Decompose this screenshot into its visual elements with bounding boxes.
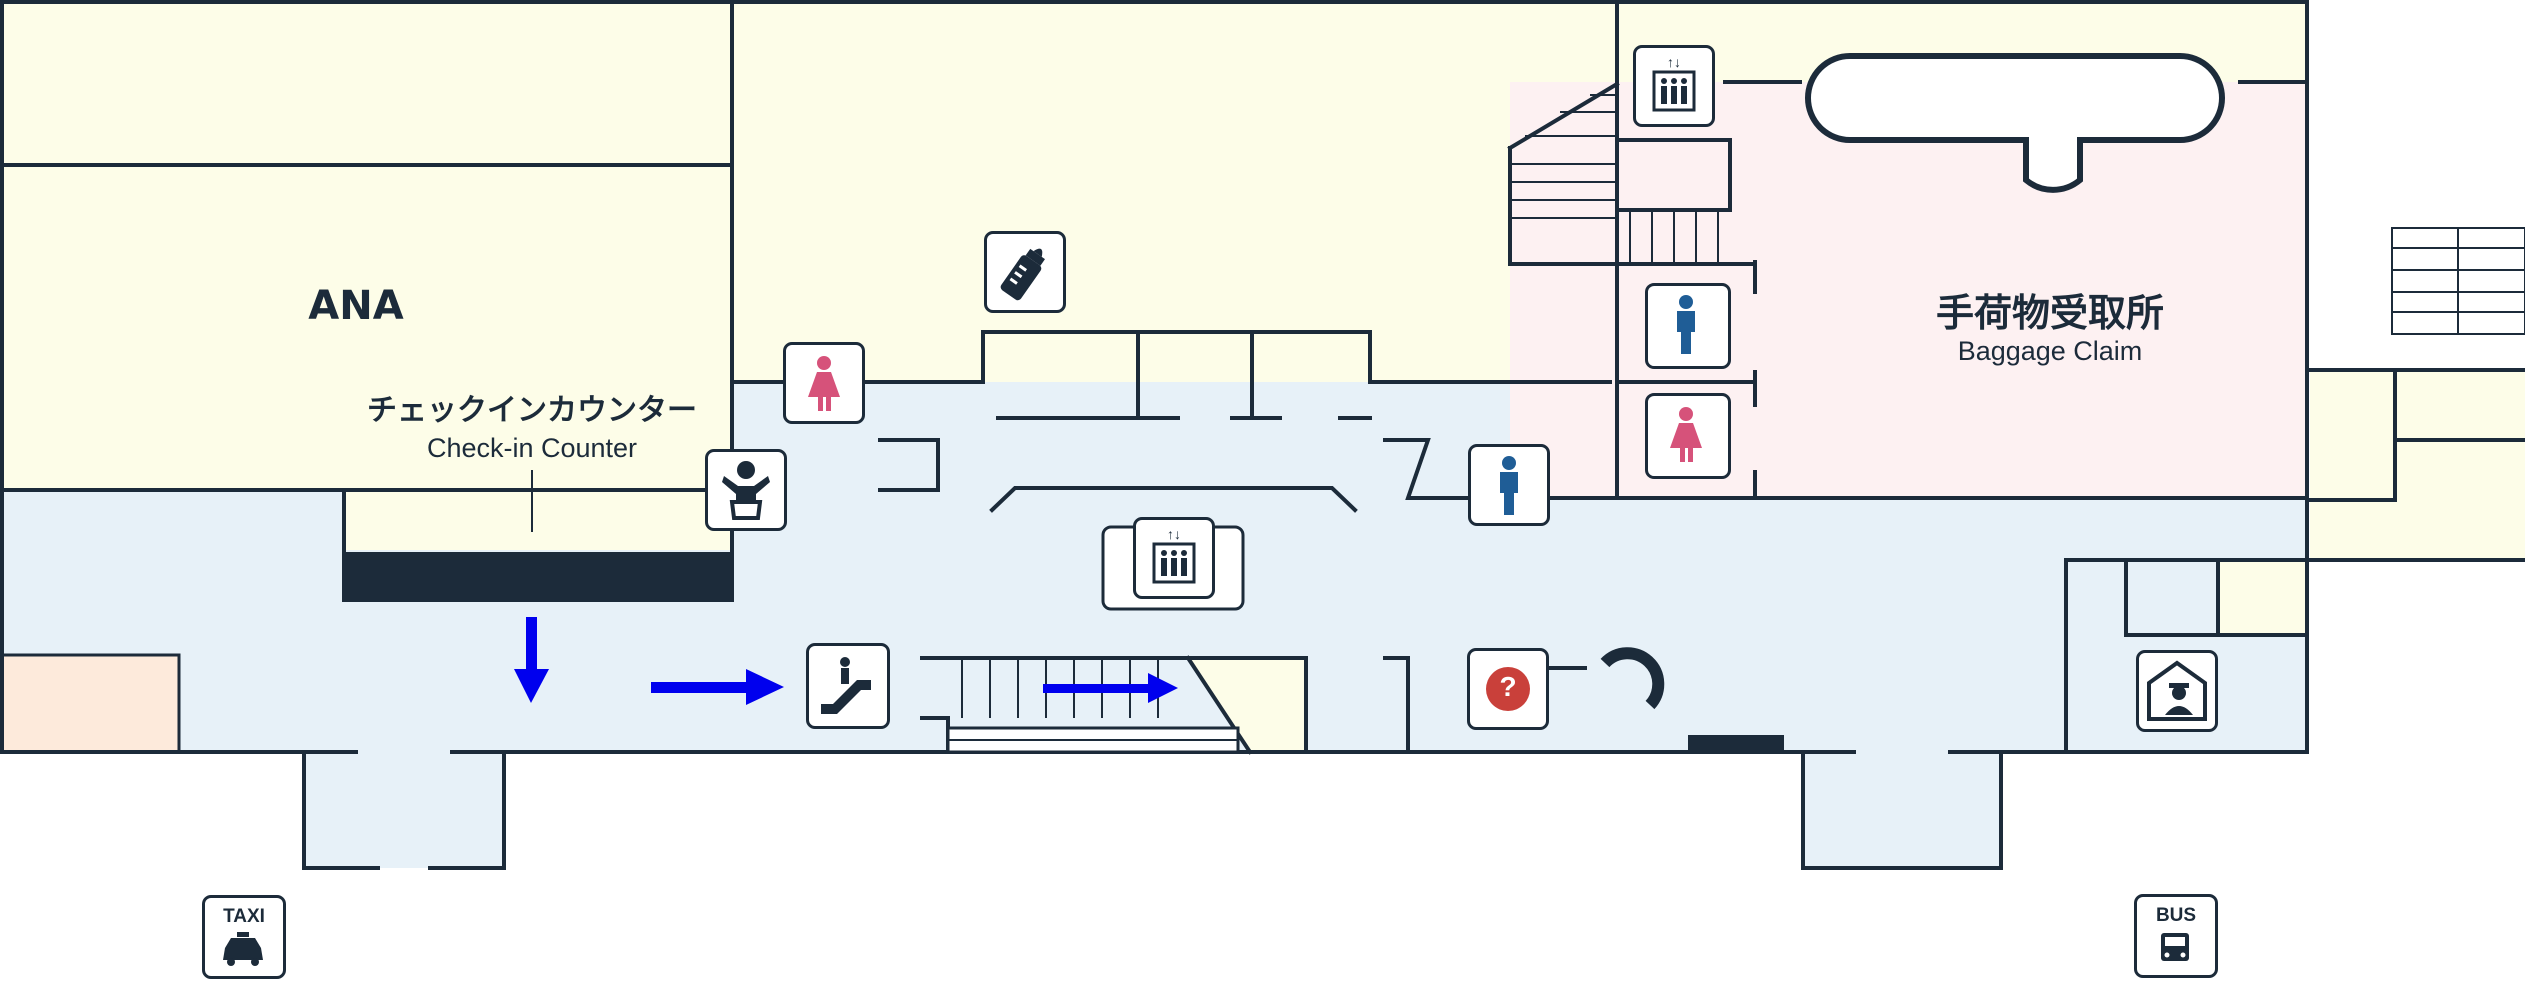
exit-mat bbox=[1688, 735, 1784, 752]
ana-label: ANA bbox=[308, 283, 404, 329]
yellow-areas bbox=[2, 2, 2525, 750]
arrow-right-2 bbox=[1043, 673, 1178, 703]
elevator-icon[interactable]: ↑↓ bbox=[1133, 517, 1215, 599]
escalator-icon[interactable] bbox=[806, 643, 890, 729]
womens-restroom-icon-baggage[interactable] bbox=[1645, 393, 1731, 479]
elevator-icon-upper[interactable]: ↑↓ bbox=[1633, 45, 1715, 127]
nursing-room-icon[interactable] bbox=[984, 231, 1066, 313]
information-icon[interactable]: ? bbox=[1467, 648, 1549, 730]
direction-arrows bbox=[514, 617, 1178, 705]
mens-restroom-icon-baggage[interactable] bbox=[1645, 283, 1731, 369]
stairs bbox=[946, 94, 2525, 754]
baggage-claim-area bbox=[1510, 82, 2307, 498]
checkin-counter-en-label: Check-in Counter bbox=[426, 433, 638, 463]
baggage-claim-ja-label: 手荷物受取所 bbox=[1935, 291, 2165, 335]
arrow-down bbox=[514, 617, 549, 703]
mens-restroom-icon[interactable] bbox=[1468, 444, 1550, 526]
baby-changing-icon[interactable] bbox=[705, 449, 787, 531]
orange-room bbox=[0, 653, 181, 754]
arrow-right-1 bbox=[651, 669, 784, 705]
walls bbox=[0, 0, 2525, 870]
taxi-icon[interactable]: TAXI bbox=[202, 895, 286, 979]
door-swing-icon bbox=[1600, 647, 1665, 710]
bus-icon[interactable]: BUS bbox=[2134, 894, 2218, 978]
checkin-counter-desk bbox=[342, 552, 734, 602]
womens-restroom-icon[interactable] bbox=[783, 342, 865, 424]
police-box-icon[interactable] bbox=[2136, 650, 2218, 732]
checkin-counter-ja-label: チェックインカウンター bbox=[367, 393, 697, 428]
baggage-carousel bbox=[1805, 53, 2225, 193]
baggage-claim-en-label: Baggage Claim bbox=[1957, 336, 2143, 366]
